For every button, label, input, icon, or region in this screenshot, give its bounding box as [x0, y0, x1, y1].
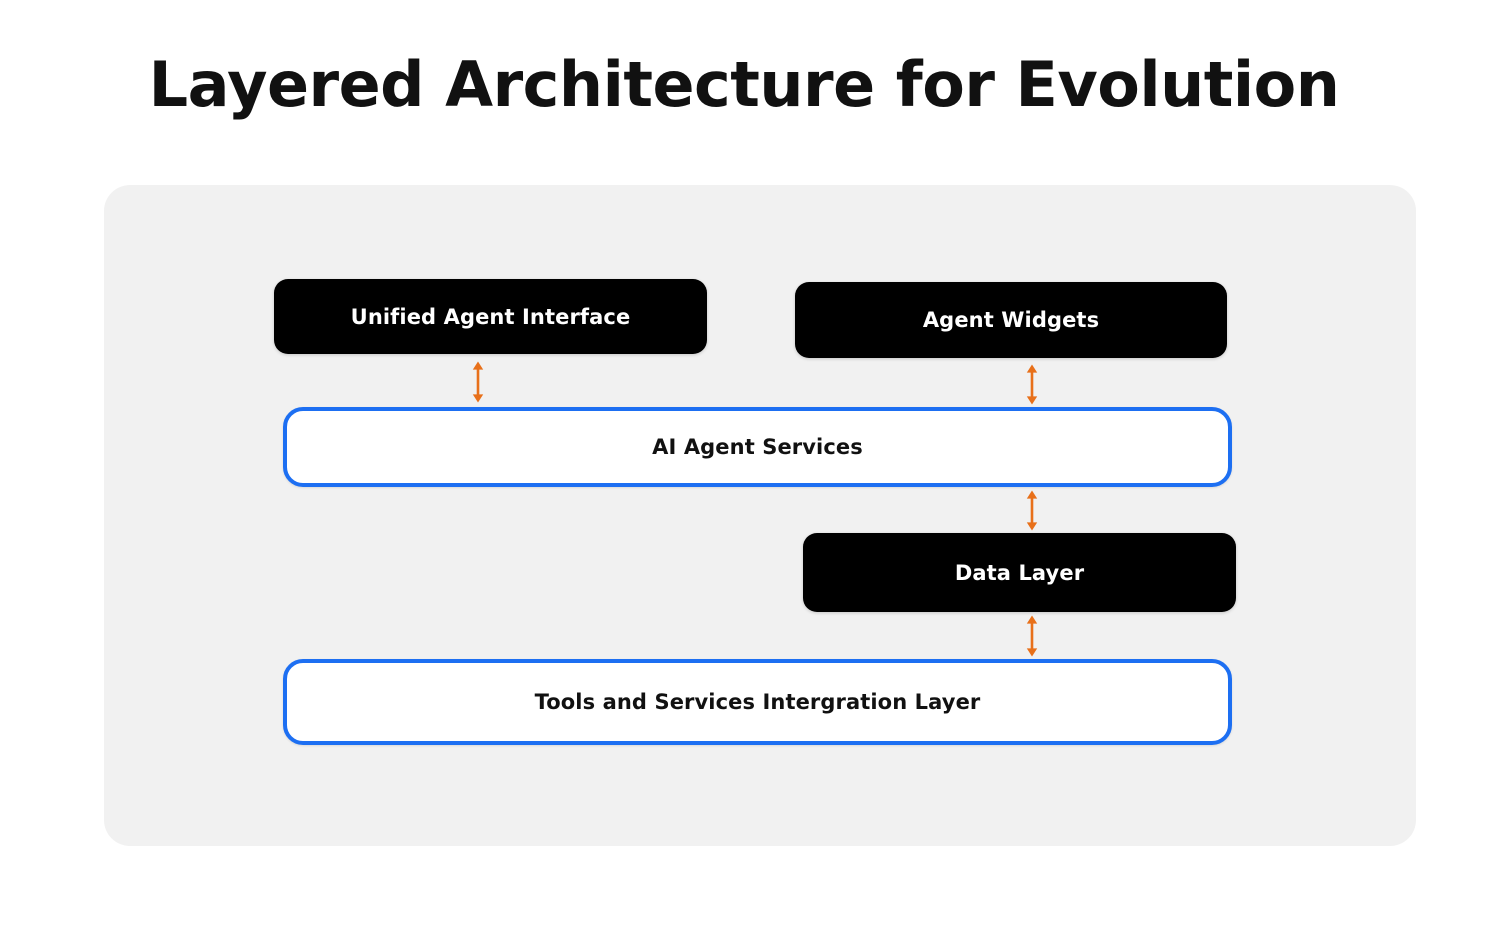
double-arrow-vertical-icon: [1019, 364, 1045, 405]
node-tools-services-integration-layer[interactable]: Tools and Services Intergration Layer: [283, 659, 1232, 745]
node-ai-agent-services[interactable]: AI Agent Services: [283, 407, 1232, 487]
node-label: AI Agent Services: [652, 435, 863, 459]
node-unified-agent-interface[interactable]: Unified Agent Interface: [274, 279, 707, 354]
double-arrow-vertical-icon: [1019, 615, 1045, 657]
node-label: Agent Widgets: [922, 308, 1100, 332]
node-label: Data Layer: [954, 560, 1085, 585]
node-label: Unified Agent Interface: [350, 304, 631, 329]
double-arrow-vertical-icon: [465, 361, 491, 403]
node-label: Tools and Services Intergration Layer: [534, 690, 981, 714]
page-title: Layered Architecture for Evolution: [148, 48, 1340, 121]
node-agent-widgets[interactable]: Agent Widgets: [795, 282, 1227, 358]
diagram-panel: Unified Agent Interface Agent Widgets AI…: [104, 185, 1416, 846]
double-arrow-vertical-icon: [1019, 490, 1045, 531]
node-data-layer[interactable]: Data Layer: [803, 533, 1236, 612]
